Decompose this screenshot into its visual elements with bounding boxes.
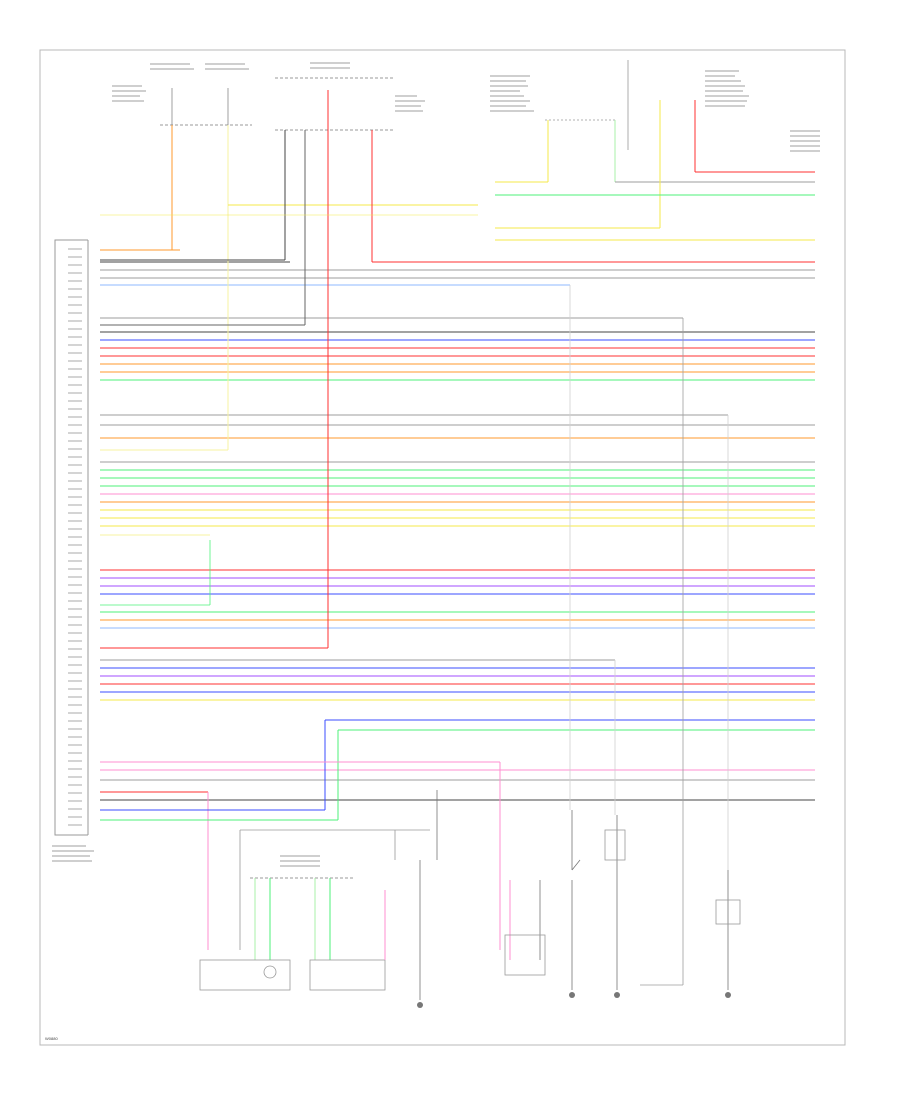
switch-assembly-top-right (490, 60, 820, 152)
ecm-pin-mark (68, 664, 82, 666)
ecm-pin-mark (68, 784, 82, 786)
bottom-components (199, 790, 741, 1008)
ecm-pin-mark (68, 624, 82, 626)
ecm-pin-mark (68, 304, 82, 306)
ecm-pin-mark (68, 584, 82, 586)
ecm-pin-mark (68, 656, 82, 658)
ecm-pin-mark (68, 248, 82, 250)
ecm-pin-mark (68, 520, 82, 522)
ecm-pin-mark (68, 736, 82, 738)
ecm-pin-mark (68, 360, 82, 362)
ecm-pin-mark (68, 256, 82, 258)
ecm-pin-mark (68, 448, 82, 450)
ecm-pin-mark (68, 712, 82, 714)
ecm-pin-mark (68, 312, 82, 314)
ecm-pin-mark (68, 536, 82, 538)
ecm-pin-mark (68, 352, 82, 354)
ecm-pin-mark (68, 728, 82, 730)
ecm-pin-mark (68, 608, 82, 610)
ecm-pin-mark (68, 576, 82, 578)
fuse-block-top-left (112, 63, 252, 126)
diagram-frame (39, 49, 846, 1046)
ecm-pin-mark (68, 344, 82, 346)
ecm-pin-mark (68, 792, 82, 794)
ecm-pin-mark (68, 568, 82, 570)
ecm-pin-mark (68, 384, 82, 386)
ecm-pin-mark (68, 632, 82, 634)
vertical-wires-bottom (100, 285, 815, 986)
ecm-pin-mark (68, 480, 82, 482)
ecm-pin-mark (68, 744, 82, 746)
harness-wires (100, 249, 815, 801)
ecm-pin-mark (68, 288, 82, 290)
diagram-id: W0880 (45, 1036, 58, 1041)
ecm-pin-mark (68, 416, 82, 418)
ecm-pin-mark (68, 456, 82, 458)
ecm-outline (54, 239, 88, 836)
ecm-pin-mark (68, 600, 82, 602)
ecm-pin-mark (68, 672, 82, 674)
ecm-pin-mark (68, 272, 82, 274)
ecm-pin-mark (68, 296, 82, 298)
ecm-pin-mark (68, 488, 82, 490)
ecm-pin-mark (68, 640, 82, 642)
ecm-pin-mark (68, 760, 82, 762)
ecm-pin-mark (68, 768, 82, 770)
ecm-pin-mark (68, 824, 82, 826)
ecm-pin-mark (68, 496, 82, 498)
ecm-pin-mark (68, 776, 82, 778)
ecm-pin-mark (68, 424, 82, 426)
ecm-pin-mark (68, 320, 82, 322)
ecm-pin-mark (68, 528, 82, 530)
ecm-pin-mark (68, 440, 82, 442)
ecm-pin-mark (68, 432, 82, 434)
ecm-pin-labels (68, 248, 82, 826)
ecm-pin-mark (68, 464, 82, 466)
ecm-pin-mark (68, 648, 82, 650)
ecm-pin-mark (68, 688, 82, 690)
ecm-pin-mark (68, 816, 82, 818)
ecm-pin-mark (68, 328, 82, 330)
ecm-caption (52, 845, 94, 862)
ecm-pin-mark (68, 392, 82, 394)
ecm-pin-mark (68, 504, 82, 506)
ecm-pin-mark (68, 512, 82, 514)
ecm-pin-mark (68, 552, 82, 554)
ecm-pin-mark (68, 408, 82, 410)
ecm-pin-mark (68, 704, 82, 706)
ecm-pin-mark (68, 800, 82, 802)
fuse-block-top-center (275, 62, 425, 131)
ecm-pin-mark (68, 368, 82, 370)
ecm-pin-mark (68, 264, 82, 266)
ecm-pin-mark (68, 592, 82, 594)
ecm-pin-mark (68, 616, 82, 618)
ecm-pin-mark (68, 472, 82, 474)
ecm-pin-mark (68, 696, 82, 698)
ecm-pin-mark (68, 808, 82, 810)
ecm-pin-mark (68, 560, 82, 562)
ecm-pin-mark (68, 280, 82, 282)
ecm-pin-mark (68, 376, 82, 378)
ecm-pin-mark (68, 752, 82, 754)
vertical-wires-top (100, 90, 815, 649)
ecm-pin-mark (68, 720, 82, 722)
ecm-pin-mark (68, 544, 82, 546)
ecm-pin-mark (68, 400, 82, 402)
ecm-pin-mark (68, 680, 82, 682)
ecm-pin-mark (68, 336, 82, 338)
